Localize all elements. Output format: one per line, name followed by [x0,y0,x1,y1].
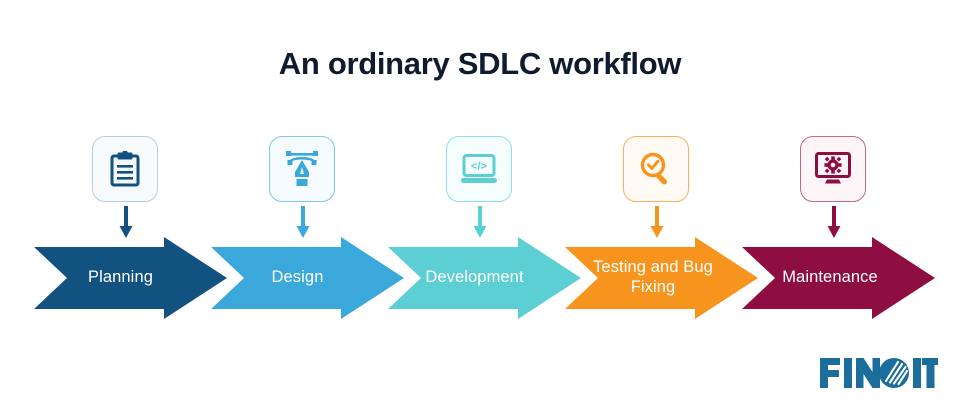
arrow-planning [34,237,227,319]
pen-tool-icon-box [269,136,335,202]
laptop-code-icon: </> [460,154,498,184]
step-icon-row: </> [0,136,960,246]
arrow-maintenance [742,237,935,319]
step-icon-cell-design [212,136,392,246]
clipboard-icon [108,151,142,187]
arrow-testing [565,237,758,319]
monitor-gear-icon [814,152,852,186]
clipboard-icon-box [92,136,158,202]
page-title: An ordinary SDLC workflow [278,46,682,81]
pen-tool-icon [284,150,320,188]
finoit-logo [818,352,938,394]
laptop-code-icon-box: </> [446,136,512,202]
step-icon-cell-development: </> [389,136,569,246]
step-icon-cell-maintenance [743,136,923,246]
magnifier-check-icon-box [623,136,689,202]
step-icon-cell-planning [35,136,215,246]
step-icon-cell-testing [566,136,746,246]
arrow-development [388,237,581,319]
monitor-gear-icon-box [800,136,866,202]
arrow-design [211,237,404,319]
svg-text:</>: </> [471,161,487,173]
workflow-arrow-band: Planning Design Development Testing and … [0,228,960,328]
magnifier-check-icon [639,152,673,186]
